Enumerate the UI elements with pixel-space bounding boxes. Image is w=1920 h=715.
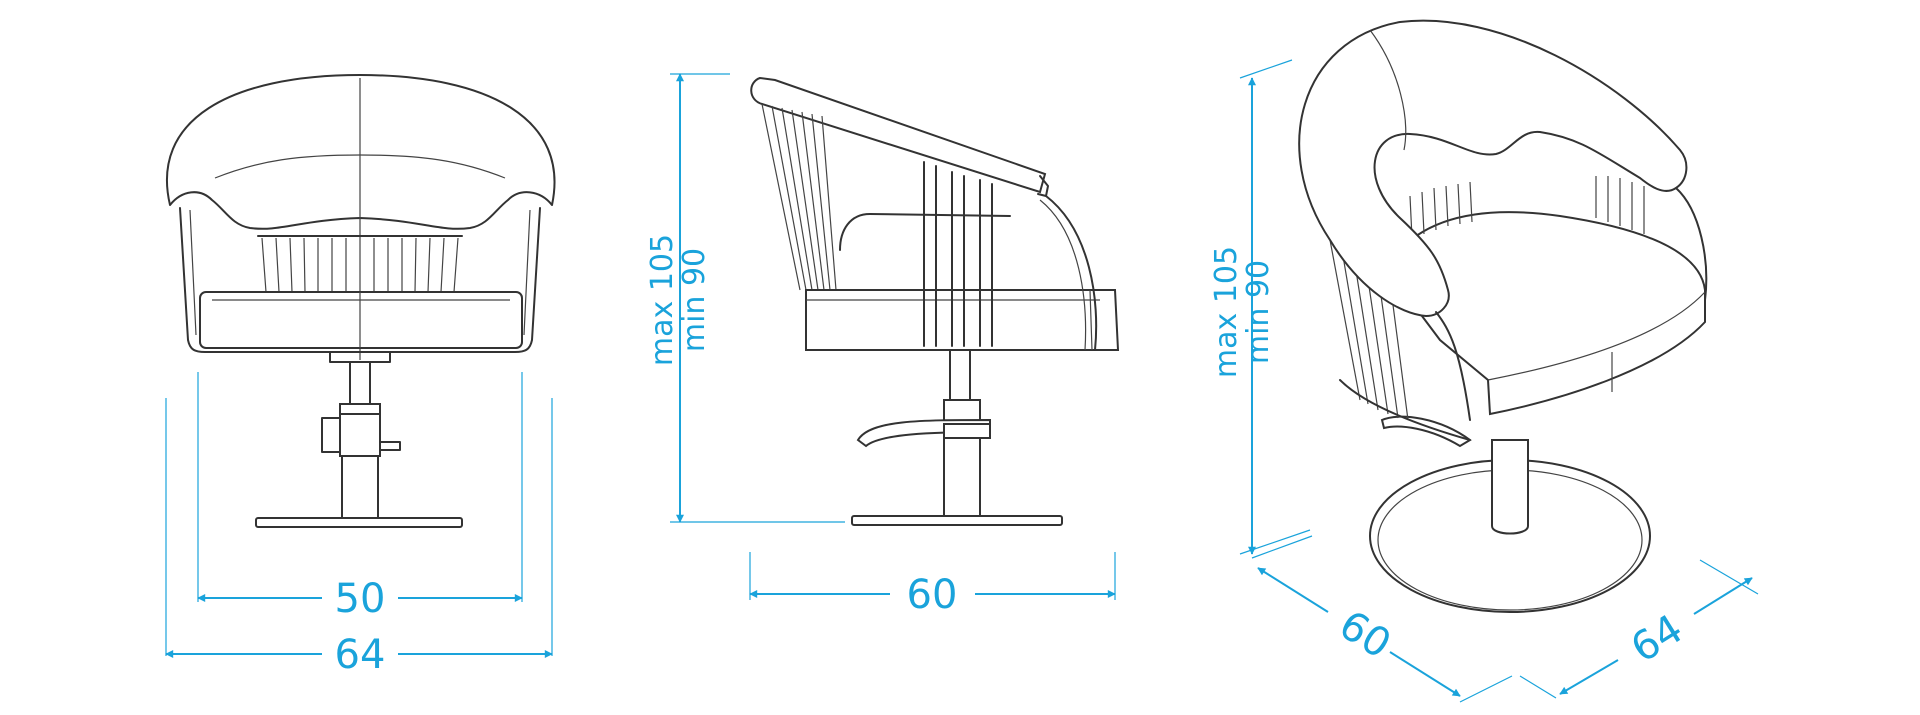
iso-height-max-label: max 105 [1209,246,1244,378]
side-dimensions: max 105 min 90 60 [645,73,1116,618]
iso-height-min-label: min 90 [1241,260,1276,364]
iso-width-label: 64 [1623,606,1691,672]
side-view-chair [750,76,1120,526]
iso-depth-label: 60 [1331,602,1399,668]
front-outer-width-label: 64 [335,632,386,678]
front-view-chair [165,74,556,528]
front-dimensions: 50 64 [165,372,553,678]
side-height-min-label: min 90 [677,248,712,352]
side-depth-label: 60 [907,572,958,618]
front-inner-width-label: 50 [335,576,386,622]
side-height-max-label: max 105 [645,234,680,366]
iso-view-chair [1298,19,1708,613]
